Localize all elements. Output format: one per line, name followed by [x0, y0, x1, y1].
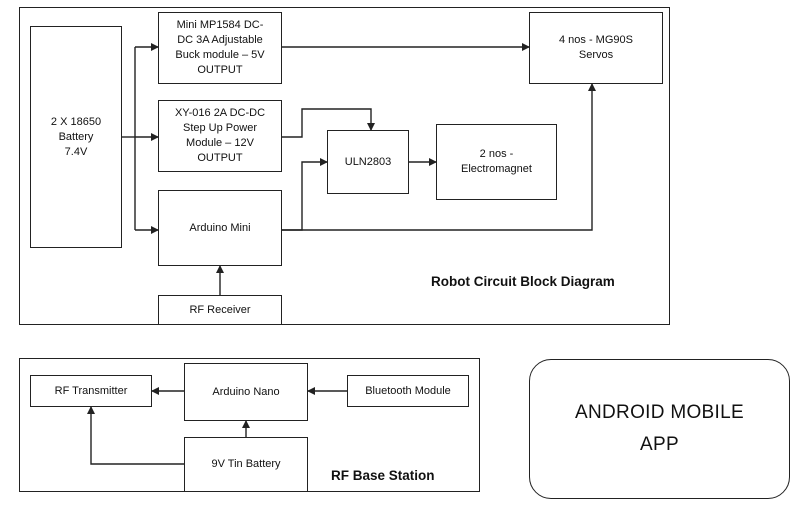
- servos-block: 4 nos - MG90S Servos: [529, 12, 663, 84]
- buck-module-block: Mini MP1584 DC- DC 3A Adjustable Buck mo…: [158, 12, 282, 84]
- battery-block: 2 X 18650 Battery 7.4V: [30, 26, 122, 248]
- rf-base-station-title: RF Base Station: [331, 468, 435, 483]
- arduino-to-servos-arrow: [282, 83, 596, 231]
- uln2803-block: ULN2803: [327, 130, 409, 194]
- boost-module-block: XY-016 2A DC-DC Step Up Power Module – 1…: [158, 100, 282, 172]
- rf-transmitter-block: RF Transmitter: [30, 375, 152, 407]
- electromagnet-block: 2 nos - Electromagnet: [436, 124, 557, 200]
- rf-receiver-block: RF Receiver: [158, 295, 282, 325]
- tin-battery-block: 9V Tin Battery: [184, 437, 308, 492]
- arduino-to-uln-arrow: [282, 158, 328, 231]
- battery-to-transmitter-arrow: [87, 406, 184, 465]
- robot-diagram-title: Robot Circuit Block Diagram: [431, 274, 615, 289]
- bluetooth-module-block: Bluetooth Module: [347, 375, 469, 407]
- android-app-block: ANDROID MOBILE APP: [529, 359, 790, 499]
- arduino-nano-block: Arduino Nano: [184, 363, 308, 421]
- robot-circuit-frame: [19, 7, 670, 325]
- android-app-line2: APP: [640, 434, 679, 455]
- android-app-line1: ANDROID MOBILE: [575, 402, 744, 423]
- boost-to-uln-arrow: [282, 108, 375, 138]
